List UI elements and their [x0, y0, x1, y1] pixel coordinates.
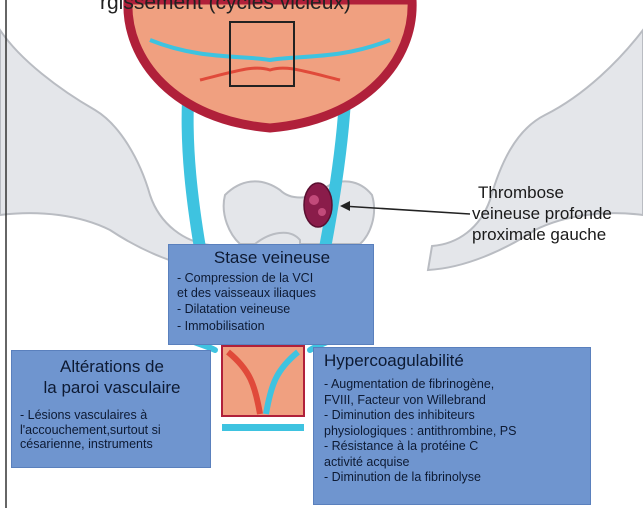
alterations-box: Altérations de la paroi vasculaire - Lés…	[11, 350, 211, 468]
thrombosis-label-line3: proximale gauche	[472, 224, 642, 245]
alterations-title: Altérations de la paroi vasculaire	[20, 356, 204, 398]
hyper-item: - Diminution des inhibiteurs	[324, 408, 584, 423]
thrombosis-label-line1: Thrombose	[472, 182, 642, 203]
stase-item: - Compression de la VCI	[177, 271, 367, 286]
stase-item: et des vaisseaux iliaques	[177, 286, 367, 301]
thrombosis-label-line2: veineuse profonde	[472, 203, 642, 224]
hypercoagulability-box: Hypercoagulabilité - Augmentation de fib…	[313, 347, 591, 505]
hyper-list: - Augmentation de fibrinogène, FVIII, Fa…	[324, 377, 584, 485]
thrombosis-label: Thrombose veineuse profonde proximale ga…	[472, 182, 642, 245]
stase-list: - Compression de la VCI et des vaisseaux…	[177, 271, 367, 333]
hyper-item: physiologiques : antithrombine, PS	[324, 424, 584, 439]
alterations-list: - Lésions vasculaires à l'accouchement,s…	[20, 408, 204, 452]
alterations-title-line1: Altérations de	[20, 356, 204, 377]
alterations-title-line2: la paroi vasculaire	[20, 377, 204, 398]
hyper-item: - Diminution de la fibrinolyse	[324, 470, 584, 485]
stase-item: - Immobilisation	[177, 319, 367, 334]
title-fragment: rgissement (cycles viciéux)	[100, 0, 640, 15]
stase-title: Stase veineuse	[177, 248, 367, 268]
thrombus-clot	[304, 183, 332, 227]
alterations-item: l'accouchement,surtout si	[20, 423, 204, 438]
hyper-item: activité acquise	[324, 455, 584, 470]
hyper-item: FVIII, Facteur von Willebrand	[324, 393, 584, 408]
uterus	[128, 0, 412, 128]
alterations-item: césarienne, instruments	[20, 437, 204, 452]
vessel-inset	[222, 346, 304, 416]
hyper-item: - Augmentation de fibrinogène,	[324, 377, 584, 392]
alterations-item: - Lésions vasculaires à	[20, 408, 204, 423]
hyper-item: - Résistance à la protéine C	[324, 439, 584, 454]
stase-item: - Dilatation veineuse	[177, 302, 367, 317]
hyper-title: Hypercoagulabilité	[324, 351, 584, 371]
stase-box: Stase veineuse - Compression de la VCI e…	[168, 244, 374, 345]
